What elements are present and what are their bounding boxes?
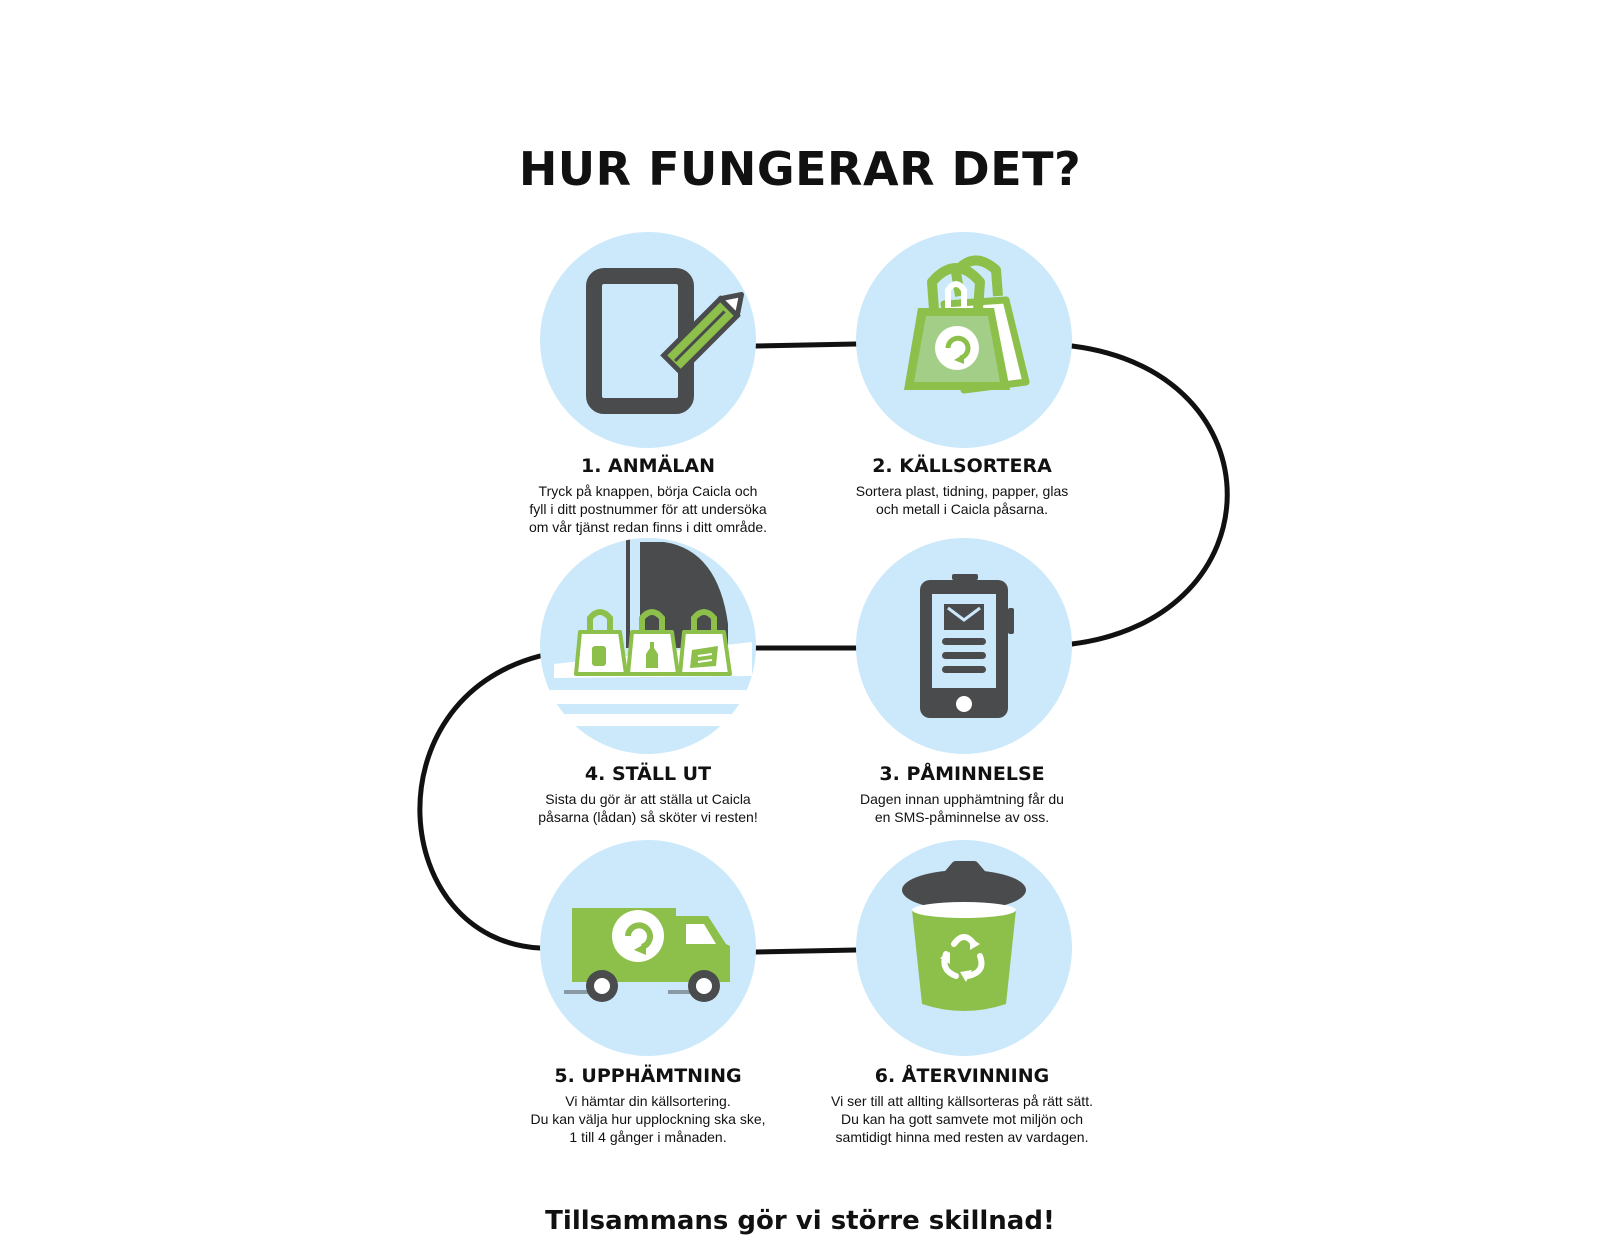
step-1-heading: 1. ANMÄLAN	[581, 455, 715, 477]
step-3-circle	[856, 538, 1072, 754]
recycling-bag-icon	[904, 255, 1030, 394]
step-2-description: Sortera plast, tidning, papper, glas och…	[855, 483, 1069, 517]
page-title: HUR FUNGERAR DET?	[518, 142, 1082, 196]
closing-tagline: Tillsammans gör vi större skillnad!	[545, 1206, 1055, 1236]
step-5-text: 5. UPPHÄMTNING Vi hämtar din källsorteri…	[498, 1064, 798, 1146]
step-6-description: Vi ser till att allting källsorteras på …	[831, 1093, 1093, 1145]
step-1-circle	[540, 232, 756, 448]
step-4-text: 4. STÄLL UT Sista du gör är att ställa u…	[498, 762, 798, 826]
step-3-text: 3. PÅMINNELSE Dagen innan upphämtning få…	[812, 762, 1112, 826]
step-5-description: Vi hämtar din källsortering. Du kan välj…	[530, 1093, 766, 1145]
step-3-heading: 3. PÅMINNELSE	[879, 763, 1045, 785]
step-2-heading: 2. KÄLLSORTERA	[872, 455, 1052, 477]
step-4-heading: 4. STÄLL UT	[584, 763, 712, 785]
step-1-description: Tryck på knappen, börja Caicla och fyll …	[528, 483, 768, 535]
step-3-description: Dagen innan upphämtning får du en SMS-på…	[860, 791, 1064, 825]
step-6-circle	[856, 840, 1072, 1056]
connector-2-3	[1069, 343, 1230, 647]
tablet-pencil-icon	[586, 268, 744, 414]
step-1-text: 1. ANMÄLAN Tryck på knappen, börja Caicl…	[498, 454, 798, 536]
connector-4-5	[417, 653, 543, 951]
step-2-circle	[856, 232, 1072, 448]
connector-5-6	[753, 947, 859, 955]
connector-1-2	[753, 341, 859, 349]
step-4-circle	[540, 538, 756, 754]
recycling-bin-icon	[902, 861, 1026, 1011]
step-5-heading: 5. UPPHÄMTNING	[554, 1065, 742, 1087]
step-6-text: 6. ÅTERVINNING Vi ser till att allting k…	[806, 1064, 1118, 1146]
step-6-heading: 6. ÅTERVINNING	[874, 1065, 1050, 1087]
recycling-truck-icon	[564, 908, 730, 1002]
phone-message-icon	[920, 574, 1014, 718]
bags-at-door-icon	[540, 538, 756, 726]
step-2-text: 2. KÄLLSORTERA Sortera plast, tidning, p…	[812, 454, 1112, 518]
step-5-circle	[540, 840, 756, 1056]
step-4-description: Sista du gör är att ställa ut Caicla pås…	[538, 791, 758, 825]
